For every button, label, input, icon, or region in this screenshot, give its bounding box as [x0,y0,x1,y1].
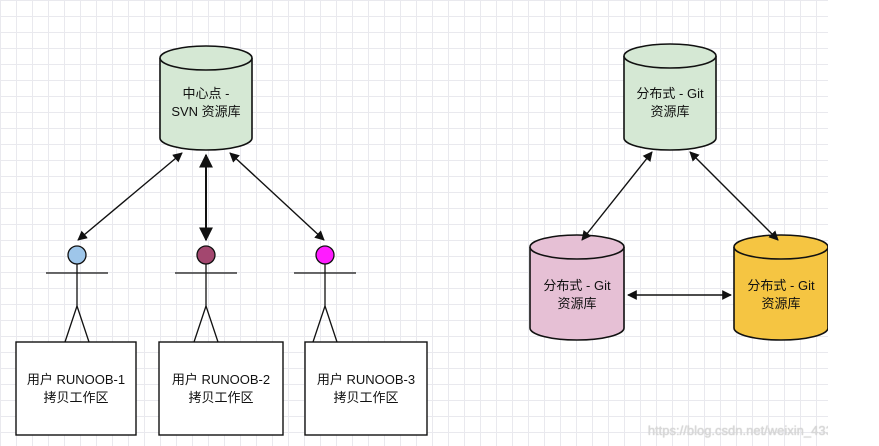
git-left-label-line1: 分布式 - Git [543,278,611,293]
git-left-repository[interactable] [529,234,625,341]
git-right-label-line1: 分布式 - Git [747,278,815,293]
svn-repo-label-line1: 中心点 - [182,86,230,101]
svn-repo-label-line2: SVN 资源库 [171,104,241,119]
git-top-label-line2: 资源库 [650,104,690,119]
user1-label-line2: 拷贝工作区 [43,390,109,405]
git-right-label: 分布式 - Git 资源库 [734,272,828,318]
user2-figure [175,245,237,343]
user3-label-line1: 用户 RUNOOB-3 [316,372,416,387]
user2-label-line1: 用户 RUNOOB-2 [171,372,271,387]
user3-label-line2: 拷贝工作区 [333,390,399,405]
svn-repo-top [159,45,253,71]
git-right-label-line2: 资源库 [761,296,801,311]
svn-repo-body [159,58,253,151]
git-left-label: 分布式 - Git 资源库 [530,272,624,318]
git-top-label-line1: 分布式 - Git [636,86,704,101]
user1-head [67,245,87,265]
svn-arrow-user1 [77,152,183,241]
git-arrow-top-right [689,151,779,241]
user1-label: 用户 RUNOOB-1 拷贝工作区 [16,366,136,412]
user1-figure [46,245,108,343]
git-right-repository[interactable] [733,234,829,341]
user3-figure [294,245,356,343]
user2-label: 用户 RUNOOB-2 拷贝工作区 [159,366,283,412]
user3-box[interactable] [304,341,428,436]
user1-box[interactable] [15,341,137,436]
svn-repo-label: 中心点 - SVN 资源库 [160,78,252,128]
git-top-repository[interactable] [623,43,717,151]
user2-box[interactable] [158,341,284,436]
git-top-label: 分布式 - Git 资源库 [624,80,716,126]
watermark: https://blog.csdn.net/weixin_43372836 [647,423,869,438]
svn-central-repository[interactable] [159,45,253,151]
user2-head [196,245,216,265]
user3-head [315,245,335,265]
git-arrow-top-left [581,151,653,241]
user2-label-line2: 拷贝工作区 [188,390,254,405]
git-left-label-line2: 资源库 [557,296,597,311]
user3-label: 用户 RUNOOB-3 拷贝工作区 [305,366,427,412]
user1-label-line1: 用户 RUNOOB-1 [26,372,126,387]
svn-arrow-user3 [229,152,325,241]
